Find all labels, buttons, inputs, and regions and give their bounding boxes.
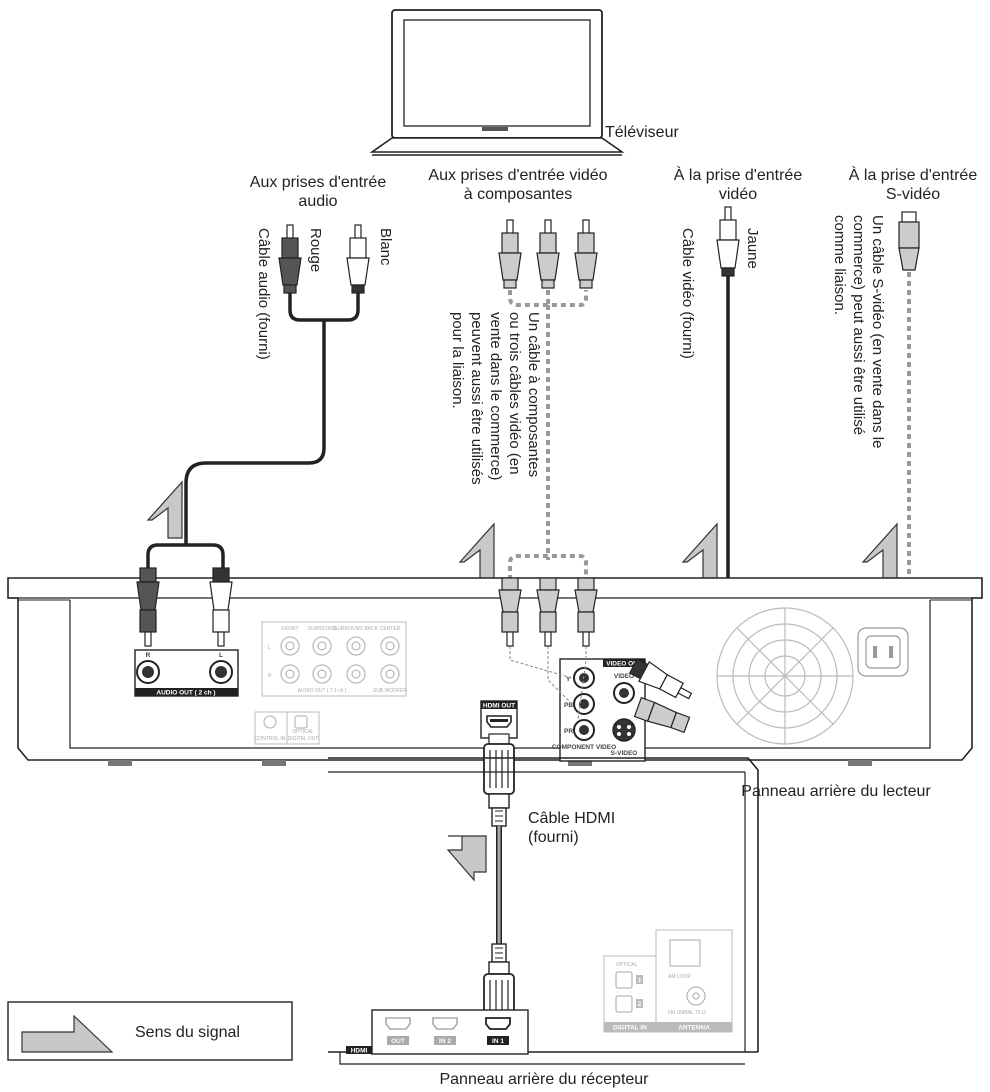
ac-inlet xyxy=(857,627,909,677)
audio-cable-label: Câble audio (fourni) xyxy=(255,228,272,360)
component-input-label-1: Aux prises d'entrée vidéo xyxy=(428,167,607,184)
svideo-note-1: Un câble S-vidéo (en vente dans le xyxy=(869,215,886,448)
yellow-label: Jaune xyxy=(744,228,761,269)
digital-out-label: DIGITAL OUT xyxy=(288,736,319,742)
component-note-5: pour la liaison. xyxy=(449,312,466,409)
hdmi-out-label: HDMI OUT xyxy=(483,703,515,710)
jack-pr-label: PR xyxy=(564,728,573,735)
sub-woofer-label: SUB WOOFER xyxy=(373,688,408,694)
video-out-label: VIDEO OUT xyxy=(606,661,642,668)
component-plug-panel-2 xyxy=(536,577,560,647)
red-label: Rouge xyxy=(307,228,324,272)
component-plug-top-2 xyxy=(536,219,560,289)
component-note-2: ou trois câbles vidéo (en xyxy=(506,312,523,475)
audio-cable xyxy=(146,224,370,575)
component-note-3: vente dans le commerce) xyxy=(487,312,504,480)
video-input-label-1: À la prise d'entrée xyxy=(674,165,803,184)
player-rear-panel: AUDIO OUT ( 2 ch ) R L FRONT SURROUND xyxy=(7,567,983,766)
fan-grille xyxy=(716,607,854,745)
control-in-label: CONTROL IN xyxy=(255,736,286,742)
audio-plug-red xyxy=(278,224,302,294)
svideo-note-2: commerce) peut aussi être utilisé xyxy=(850,215,867,435)
component-cable xyxy=(498,219,598,580)
svideo-input-label-1: À la prise d'entrée xyxy=(849,165,978,184)
audio-plug-white-panel xyxy=(209,567,233,647)
antenna-label: ANTENNA xyxy=(678,1025,710,1032)
am-loop-label: AM LOOP xyxy=(668,974,691,980)
tv-label: Téléviseur xyxy=(605,124,679,141)
audio-out-2ch-block: AUDIO OUT ( 2 ch ) R L xyxy=(134,649,239,697)
audio-plug-red-panel xyxy=(136,567,160,647)
svideo-plug-panel xyxy=(633,696,691,734)
video-plug-panel xyxy=(628,658,693,700)
audio-input-label-2: audio xyxy=(298,193,337,210)
fm-umbal-label: FM UMBAL 75 Ω xyxy=(668,1010,706,1016)
receiver-rear-panel-label: Panneau arrière du récepteur xyxy=(439,1071,649,1088)
video-input-label-2: vidéo xyxy=(719,186,757,203)
optical-1-label: 1 xyxy=(638,977,642,984)
control-digital-block: OPTICAL CONTROL IN DIGITAL OUT xyxy=(254,711,320,745)
s-video-jack-label: S-VIDEO xyxy=(611,750,638,757)
component-plug-panel-3 xyxy=(574,577,598,647)
hdmi-out-block: HDMI OUT xyxy=(480,700,518,739)
optical-label: OPTICAL xyxy=(292,729,314,735)
component-note-4: peuvent aussi être utilisés xyxy=(468,312,485,485)
television xyxy=(369,9,625,156)
audio-out-71ch-label: AUDIO OUT ( 7.1 ch ) xyxy=(298,688,347,694)
signal-arrow-svideo xyxy=(861,522,898,581)
svideo-note-3: comme liaison. xyxy=(831,215,848,315)
hdmi-cable xyxy=(483,733,515,1033)
player-rear-panel-label: Panneau arrière du lecteur xyxy=(741,783,931,800)
video-jack-label: VIDEO xyxy=(614,673,634,680)
component-plug-panel-1 xyxy=(498,577,522,647)
audio-plug-white xyxy=(346,224,370,294)
receiver-optical-label: OPTICAL xyxy=(616,962,638,968)
surround-r-label: R xyxy=(268,673,272,679)
signal-direction-label: Sens du signal xyxy=(135,1024,240,1041)
digital-in-label: DIGITAL IN xyxy=(613,1025,647,1032)
signal-arrow-audio xyxy=(146,480,183,539)
receiver-rear-panel: HDMI OUT IN 2 IN 1 DIGITAL IN ANTENNA OP… xyxy=(328,757,759,1065)
video-cable-label: Câble vidéo (fourni) xyxy=(679,228,696,359)
signal-legend-arrow-icon xyxy=(21,1014,114,1053)
audio-out-71ch-block: FRONT SURROUND SURROUND BACK CENTER L R … xyxy=(261,621,408,697)
signal-legend: Sens du signal xyxy=(7,1001,293,1061)
jack-pb-label: PB xyxy=(564,702,573,709)
jack-y-label: Y xyxy=(566,676,571,683)
signal-arrow-video xyxy=(681,522,718,581)
audio-out-2ch-label: AUDIO OUT ( 2 ch ) xyxy=(156,690,215,697)
audio-l-label: L xyxy=(219,652,223,659)
hdmi-cable-label-1: Câble HDMI xyxy=(528,810,615,827)
component-plug-top-3 xyxy=(574,219,598,289)
video-out-block: VIDEO OUT Y PB PR VIDEO COMPONENT VIDEO … xyxy=(552,658,646,762)
signal-arrow-hdmi xyxy=(446,835,487,882)
hdmi-cable-label-2: (fourni) xyxy=(528,829,579,846)
receiver-in2-label: IN 2 xyxy=(439,1038,451,1045)
component-input-label-2: à composantes xyxy=(464,186,573,203)
surround-header-surround-back: SURROUND BACK xyxy=(334,626,379,632)
surround-header-center: CENTER xyxy=(380,626,401,632)
surround-l-label: L xyxy=(268,645,271,651)
receiver-out-label: OUT xyxy=(391,1038,405,1045)
receiver-digital-antenna-block: DIGITAL IN ANTENNA OPTICAL 1 2 AM LOOP F… xyxy=(603,929,733,1033)
component-plug-top-1 xyxy=(498,219,522,289)
surround-header-surround: SURROUND xyxy=(308,626,337,632)
component-note-1: Un câble à composantes xyxy=(525,312,542,477)
optical-2-label: 2 xyxy=(638,1001,642,1008)
audio-r-label: R xyxy=(146,652,151,659)
receiver-hdmi-block: HDMI OUT IN 2 IN 1 xyxy=(346,1009,529,1055)
receiver-hdmi-label: HDMI xyxy=(351,1048,368,1055)
signal-arrow-component xyxy=(458,522,495,581)
white-label: Blanc xyxy=(377,228,394,266)
svideo-input-label-2: S-vidéo xyxy=(886,186,940,203)
surround-header-front: FRONT xyxy=(281,626,298,632)
audio-input-label-1: Aux prises d'entrée xyxy=(250,174,387,191)
component-video-label-a: COMPONENT VIDEO xyxy=(552,744,616,751)
receiver-in1-label: IN 1 xyxy=(492,1038,504,1045)
